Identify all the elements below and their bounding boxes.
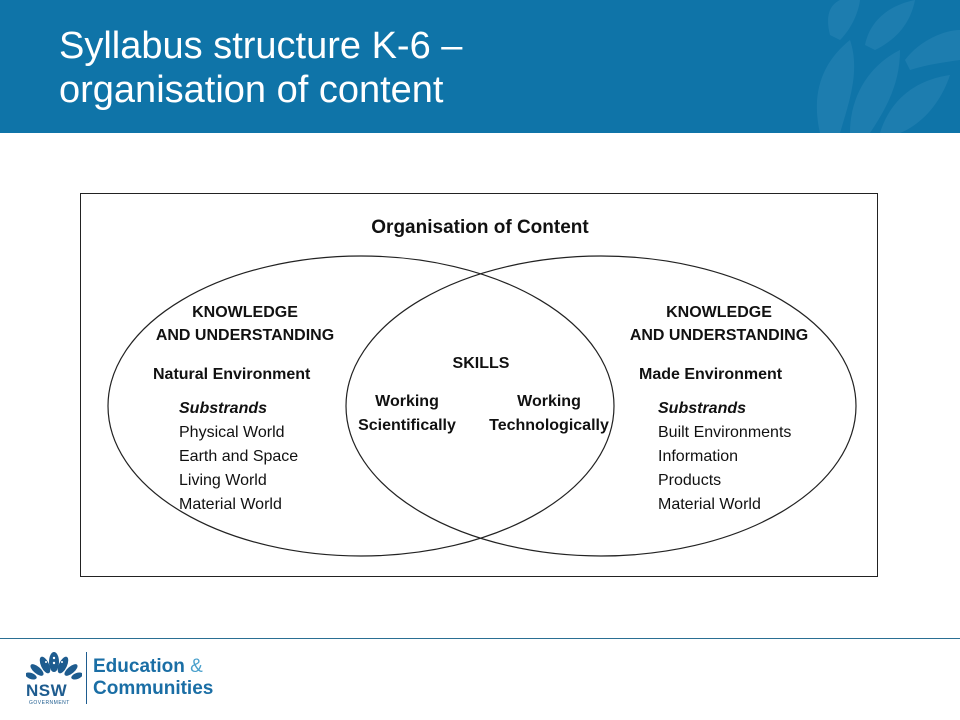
left-ellipse — [107, 255, 615, 557]
nsw-wordmark: NSW — [26, 681, 68, 700]
org-name-line-2: Communities — [93, 678, 214, 699]
right-substrand-item: Built Environments — [658, 424, 792, 441]
left-heading-line-1: KNOWLEDGE — [192, 304, 298, 321]
left-substrand-item: Living World — [179, 472, 267, 489]
waratah-icon — [26, 652, 82, 680]
org-name-education: Education — [93, 656, 185, 677]
right-ellipse — [345, 255, 857, 557]
org-name-ampersand: & — [190, 656, 203, 677]
right-substrand-item: Information — [658, 448, 739, 465]
venn-diagram: Organisation of Content KNOWLEDGE AND UN… — [80, 193, 878, 577]
right-heading-line-1: KNOWLEDGE — [666, 304, 772, 321]
right-environment: Made Environment — [639, 366, 783, 383]
left-substrands-label: Substrands — [179, 400, 268, 417]
right-substrands-label: Substrands — [658, 400, 747, 417]
nsw-education-logo: NSW GOVERNMENT Education & Communities — [26, 648, 226, 708]
logo-divider — [86, 652, 87, 704]
skill-scientific-line-1: Working — [375, 393, 439, 410]
venn-circles — [107, 255, 857, 557]
left-substrand-item: Earth and Space — [179, 448, 299, 465]
skills-heading: SKILLS — [452, 355, 510, 372]
waratah-watermark-icon — [816, 0, 960, 133]
government-wordmark: GOVERNMENT — [29, 700, 70, 706]
right-substrand-item: Material World — [658, 496, 761, 513]
diagram-heading: Organisation of Content — [371, 217, 589, 238]
slide-header: Syllabus structure K-6 – organisation of… — [0, 0, 960, 133]
slide-title-line-1: Syllabus structure K-6 – — [59, 25, 463, 67]
footer-divider — [0, 638, 960, 639]
left-substrand-item: Physical World — [179, 424, 285, 441]
left-substrand-item: Material World — [179, 496, 282, 513]
skill-scientific-line-2: Scientifically — [358, 417, 456, 434]
slide-title-line-2: organisation of content — [59, 69, 444, 111]
skill-technological-line-2: Technologically — [489, 417, 609, 434]
skill-technological-line-1: Working — [517, 393, 581, 410]
org-name-line-1: Education & — [93, 656, 203, 678]
right-heading-line-2: AND UNDERSTANDING — [629, 327, 809, 344]
right-substrand-item: Products — [658, 472, 722, 489]
slide-title: Syllabus structure K-6 – organisation of… — [59, 24, 462, 112]
left-environment: Natural Environment — [153, 366, 311, 383]
left-heading-line-2: AND UNDERSTANDING — [155, 327, 335, 344]
